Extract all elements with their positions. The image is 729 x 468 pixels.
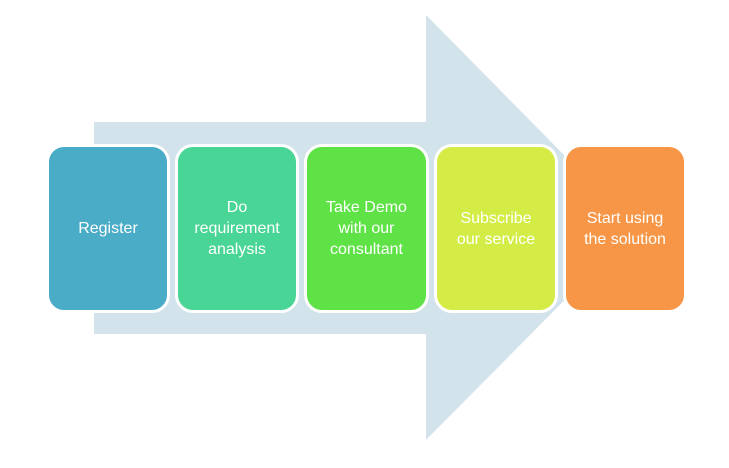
step-requirement-analysis-label: Do requirement analysis bbox=[194, 199, 280, 258]
step-requirement-analysis: Do requirement analysis bbox=[175, 144, 299, 313]
step-register: Register bbox=[46, 144, 170, 313]
step-take-demo-label: Take Demo with our consultant bbox=[326, 199, 407, 258]
step-start-using: Start using the solution bbox=[563, 144, 687, 313]
step-take-demo: Take Demo with our consultant bbox=[304, 144, 429, 313]
step-subscribe: Subscribe our service bbox=[434, 144, 558, 313]
step-start-using-label: Start using the solution bbox=[584, 209, 666, 248]
step-subscribe-label: Subscribe our service bbox=[456, 209, 536, 248]
step-register-label: Register bbox=[78, 220, 138, 237]
